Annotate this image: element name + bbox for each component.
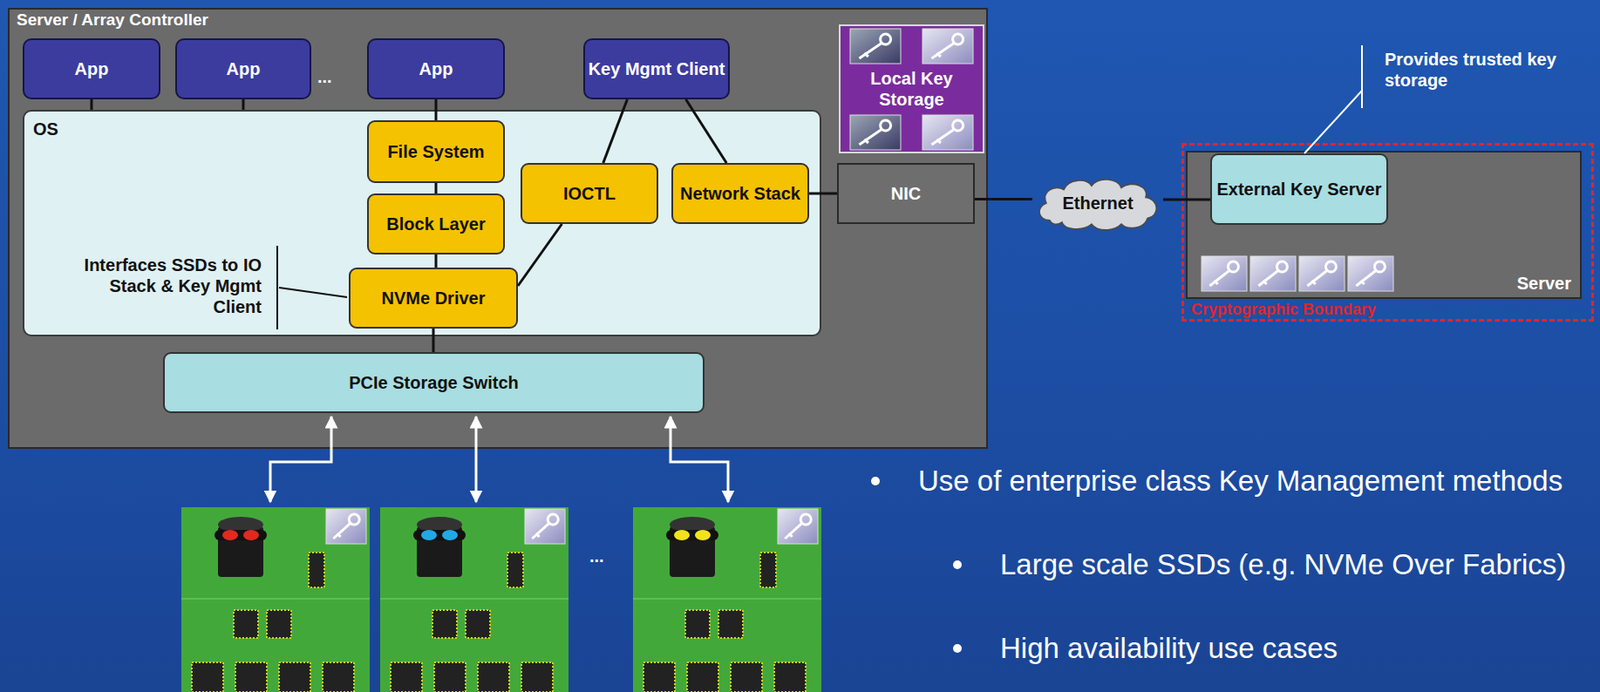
box-label: Ethernet (1062, 192, 1133, 214)
callout-note: Interfaces SSDs to IO Stack & Key Mgmt C… (82, 254, 262, 318)
key-tiles (850, 28, 1394, 292)
process-box: External Key Server (1210, 153, 1389, 225)
ssd-boards (181, 507, 822, 692)
network-cloud: Ethernet (1032, 174, 1164, 232)
box-label: File System (387, 141, 484, 163)
bullet-text: Large scale SSDs (e.g. NVMe Over Fabrics… (1000, 544, 1594, 586)
group-title: Server / Array Controller (9, 9, 987, 31)
box-label: App (419, 58, 454, 80)
connector-line (90, 99, 94, 110)
connector-line (435, 99, 438, 121)
key-icon (922, 115, 974, 150)
process-box: Network Stack (671, 163, 810, 225)
key-icon (326, 509, 367, 545)
box-label: NVMe Driver (381, 287, 486, 309)
process-box: File System (367, 120, 505, 184)
connector-line (974, 197, 1033, 201)
group-box: Server / Array ControllerApp App App Key Mg… (7, 7, 988, 450)
group-box: OSFile SystemIOCTL Network StackBlock Lay… (22, 109, 822, 337)
box-label: Local Key Storage (840, 68, 983, 110)
key-icon (1348, 256, 1394, 292)
process-box: NIC (837, 163, 975, 225)
bullet-text: High availability use cases (1000, 627, 1594, 670)
box-label: Network Stack (680, 183, 801, 205)
key-icon (1250, 256, 1296, 292)
box-label: PCIe Storage Switch (348, 372, 519, 394)
connector-line (603, 99, 628, 164)
key-icon (1299, 256, 1345, 292)
pcie-links (270, 416, 729, 503)
ssd-board (181, 507, 370, 692)
process-box: PCIe Storage Switch (163, 352, 705, 414)
ellipsis: ... (589, 545, 625, 567)
key-icon (524, 509, 566, 545)
process-box: NVMe Driver (348, 267, 518, 329)
group-box: Cryptographic BoundaryServer External Key… (1181, 142, 1594, 322)
box-label: App (226, 58, 261, 80)
ssd-board (633, 507, 822, 692)
bullet-text: Use of enterprise class Key Management m… (918, 460, 1594, 503)
group-title: Server (1508, 269, 1580, 298)
box-label: NIC (891, 183, 921, 205)
key-icon (850, 115, 901, 150)
callout-note: Provides trusted key storage (1384, 48, 1586, 91)
connector-line (809, 192, 838, 196)
bullet-dots (871, 476, 962, 654)
box-label: Block Layer (386, 213, 485, 235)
key-icon (1201, 256, 1247, 292)
process-box: IOCTL (520, 163, 659, 225)
process-box: Block Layer (367, 193, 505, 255)
process-box: App (367, 38, 505, 100)
box-label: Key Mgmt Client (588, 58, 726, 80)
connector-line (517, 224, 562, 286)
key-icon (850, 28, 901, 64)
box-label: External Key Server (1216, 178, 1382, 200)
key-icon (922, 28, 974, 64)
leader-lines (277, 245, 348, 330)
ellipsis: ... (317, 66, 353, 88)
connector-line (435, 183, 438, 194)
group-title: Cryptographic Boundary (1184, 300, 1592, 320)
connector-line (432, 328, 436, 353)
process-box: Key Mgmt Client (583, 38, 730, 100)
connector-line (435, 254, 438, 268)
box-label: IOCTL (563, 183, 616, 205)
key-icon (777, 509, 818, 545)
connector-line (686, 99, 728, 164)
connector-line (1163, 198, 1211, 202)
connector-line (242, 99, 246, 110)
box-label: App (74, 58, 109, 80)
ssd-board (380, 507, 569, 692)
callout-leader (1304, 45, 1362, 154)
process-box: App (22, 38, 161, 100)
process-box: App (175, 38, 312, 100)
group-title: OS (24, 111, 820, 147)
